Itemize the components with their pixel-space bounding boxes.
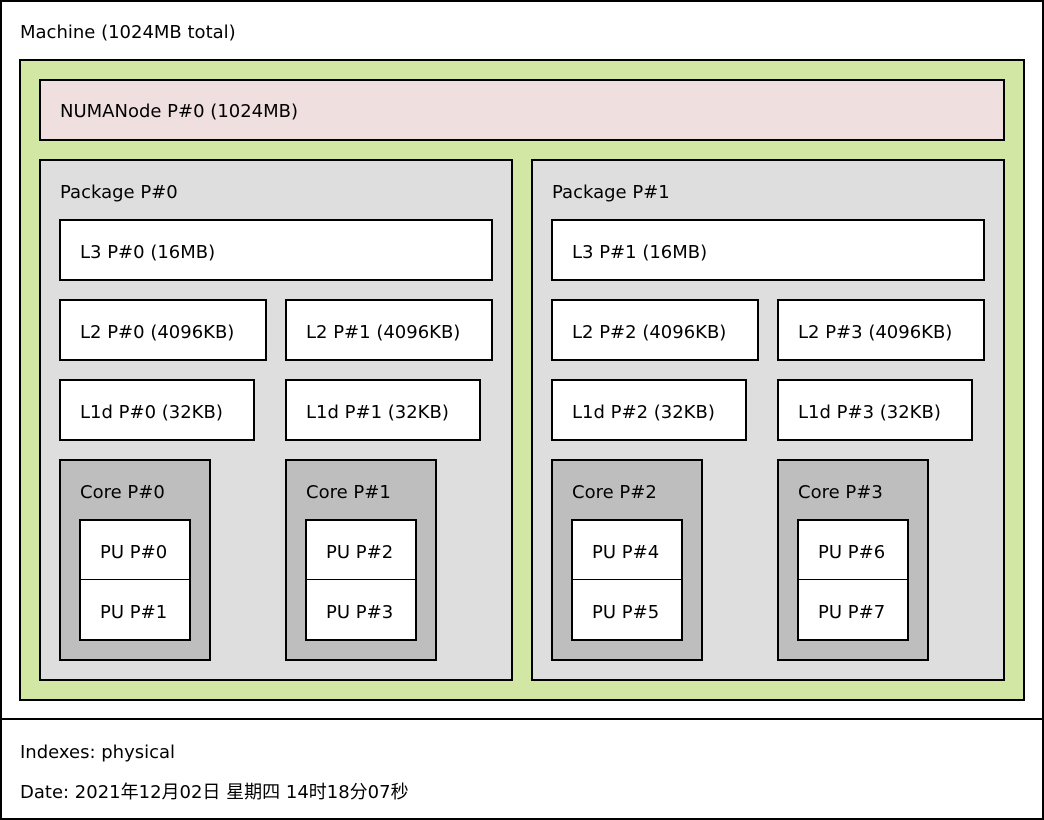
pu-label: PU P#3 (326, 602, 394, 623)
core-label: Core P#1 (306, 482, 391, 503)
l2-cache-label: L2 P#1 (4096KB) (306, 322, 461, 343)
core-label: Core P#2 (572, 482, 657, 503)
package-label: Package P#0 (60, 182, 178, 203)
pu-label: PU P#6 (818, 542, 886, 563)
pu-box (571, 519, 683, 581)
numanode-box (39, 79, 1005, 141)
l2-cache-label: L2 P#0 (4096KB) (80, 322, 235, 343)
numanode-label: NUMANode P#0 (1024MB) (60, 101, 299, 122)
package-label: Package P#1 (552, 182, 670, 203)
pu-label: PU P#0 (100, 542, 168, 563)
l1d-cache-label: L1d P#0 (32KB) (80, 402, 223, 423)
l3-cache-box (59, 219, 493, 281)
legend-date: Date: 2021年12月02日 星期四 14时18分07秒 (20, 782, 409, 803)
l1d-cache-box (551, 379, 747, 441)
l1d-cache-label: L1d P#2 (32KB) (572, 402, 715, 423)
l1d-cache-box (285, 379, 481, 441)
legend-box (0, 718, 1044, 820)
pu-box (79, 580, 191, 641)
l1d-cache-label: L1d P#1 (32KB) (306, 402, 449, 423)
l2-cache-label: L2 P#2 (4096KB) (572, 322, 727, 343)
l2-cache-box (551, 299, 759, 361)
l2-cache-box (777, 299, 985, 361)
machine-label: Machine (1024MB total) (20, 22, 236, 43)
l2-cache-label: L2 P#3 (4096KB) (798, 322, 953, 343)
core-label: Core P#0 (80, 482, 165, 503)
pu-label: PU P#5 (592, 602, 660, 623)
pu-label: PU P#2 (326, 542, 394, 563)
l3-cache-box (551, 219, 985, 281)
pu-box (797, 580, 909, 641)
pu-label: PU P#7 (818, 602, 886, 623)
l1d-cache-box (777, 379, 973, 441)
pu-box (797, 519, 909, 581)
l1d-cache-label: L1d P#3 (32KB) (798, 402, 941, 423)
l3-cache-label: L3 P#0 (16MB) (80, 242, 216, 263)
core-label: Core P#3 (798, 482, 883, 503)
legend-indexes: Indexes: physical (20, 742, 176, 763)
l2-cache-box (59, 299, 267, 361)
pu-label: PU P#1 (100, 602, 168, 623)
l3-cache-label: L3 P#1 (16MB) (572, 242, 708, 263)
pu-box (305, 580, 417, 641)
l2-cache-box (285, 299, 493, 361)
pu-label: PU P#4 (592, 542, 660, 563)
pu-box (79, 519, 191, 581)
l1d-cache-box (59, 379, 255, 441)
pu-box (571, 580, 683, 641)
